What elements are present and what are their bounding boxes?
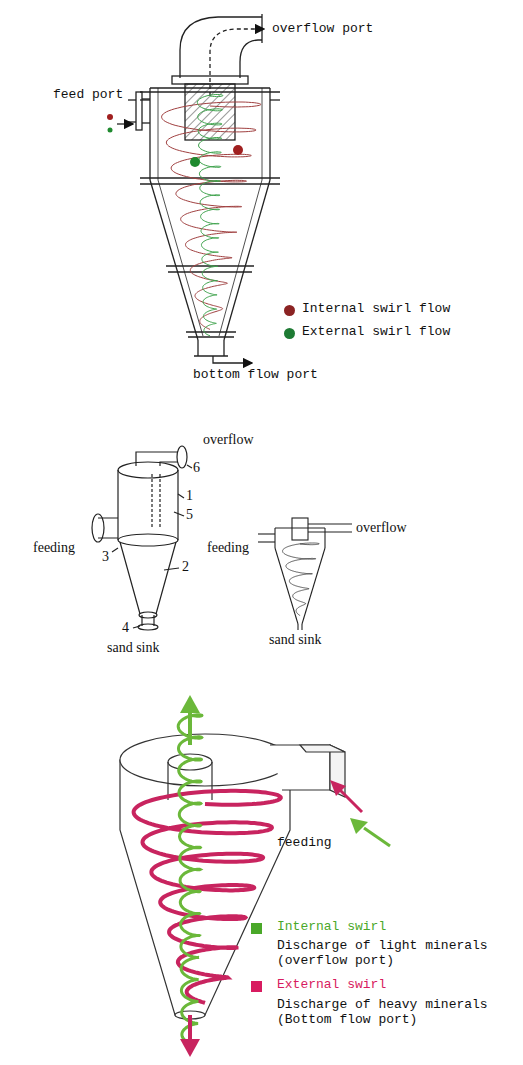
legend-text: Internal swirl <box>277 920 386 935</box>
part-label: sand sink <box>269 632 322 648</box>
flow-dots <box>107 114 243 167</box>
legend-text: External swirl <box>277 978 386 993</box>
swirl-lines <box>162 95 261 336</box>
small-cyclone <box>258 518 352 630</box>
swirl-lines <box>134 715 281 1044</box>
callout-number: 2 <box>182 559 189 575</box>
external-cyclone <box>92 446 192 630</box>
part-label: Discharge of light minerals (overflow po… <box>277 939 512 969</box>
part-label: bottom flow port <box>193 368 318 383</box>
callout-number: 1 <box>186 488 193 504</box>
callout-number: 4 <box>122 620 129 636</box>
part-label: overflow <box>356 520 407 536</box>
legend-text: External swirl flow <box>302 325 450 340</box>
swirl-helix <box>162 102 261 329</box>
legend-swatch <box>251 923 262 934</box>
sectional-cyclone <box>117 14 280 363</box>
callout-number: 6 <box>193 460 200 476</box>
part-label: overflow <box>203 432 254 448</box>
swirl-helix <box>178 715 202 1044</box>
legend-text: Internal swirl flow <box>302 302 450 317</box>
swirl-helix <box>197 95 223 336</box>
principle-cyclone <box>120 734 345 1019</box>
swirl-lines <box>283 543 320 616</box>
part-label: overflow port <box>272 22 373 37</box>
part-label: feeding <box>277 836 332 851</box>
legend-swatch <box>284 305 295 316</box>
callout-number: 3 <box>102 549 109 565</box>
part-label: sand sink <box>107 640 160 656</box>
legend-swatch <box>251 981 262 992</box>
part-label: feeding <box>207 540 249 556</box>
part-label: feed port <box>53 88 123 103</box>
part-label: Discharge of heavy minerals (Bottom flow… <box>277 998 512 1028</box>
swirl-helix <box>134 791 281 1003</box>
callout-number: 5 <box>186 507 193 523</box>
legend-swatch <box>284 328 295 339</box>
part-label: feeding <box>33 540 75 556</box>
swirl-helix <box>283 543 320 616</box>
